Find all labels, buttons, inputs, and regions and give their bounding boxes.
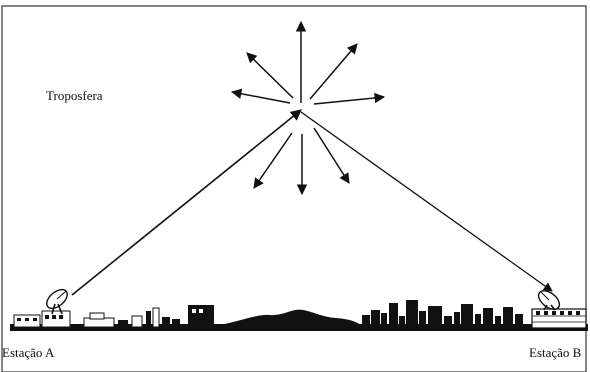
station-a-label: Estação A: [2, 345, 54, 361]
scatter-ray-upper-left: [247, 53, 293, 98]
ground-skyline: [10, 300, 588, 331]
station-a-antenna-icon: [43, 286, 70, 314]
downlink-ray: [301, 112, 552, 291]
troposphere-label: Troposfera: [46, 88, 103, 104]
scatter-ray-lower-left: [254, 133, 292, 188]
scatter-ray-lower-right: [314, 128, 349, 183]
station-b-label: Estação B: [529, 345, 581, 361]
scatter-ray-right: [314, 97, 384, 104]
scatter-rays: [232, 22, 384, 194]
scatter-ray-left: [232, 92, 290, 103]
scatter-ray-upper-right: [310, 44, 357, 99]
uplink-ray: [72, 110, 301, 295]
